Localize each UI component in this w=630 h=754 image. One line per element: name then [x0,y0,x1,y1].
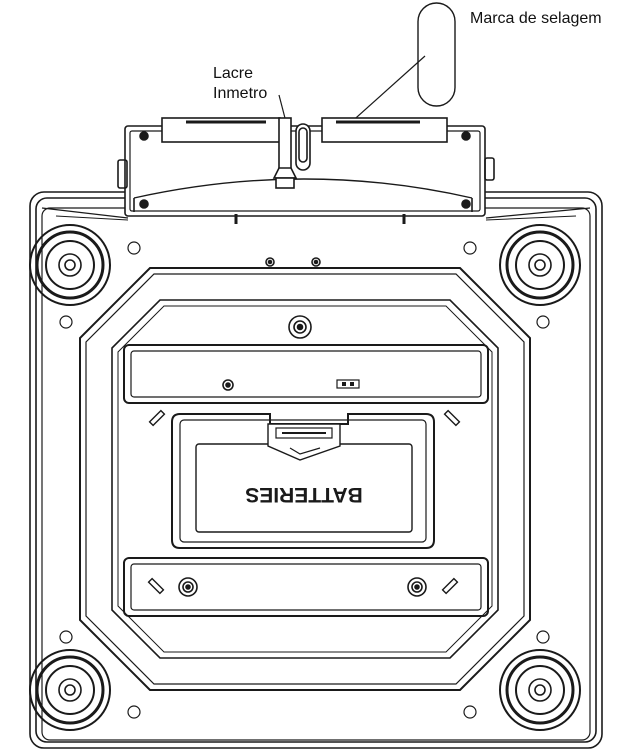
foot-top-left [29,224,111,306]
foot-top-right [499,224,581,306]
center-screw [288,315,312,339]
top-bracket [117,117,495,224]
diagonal-clips [147,409,461,595]
lacre-label-line2: Inmetro [213,85,268,102]
corner-holes [59,241,550,719]
battery-cover-label: BATTERIES [245,483,362,506]
lower-panel [123,557,489,617]
inmetro-seal [272,117,311,189]
upper-panel [123,344,489,404]
top-screws [265,257,321,267]
seal-mark-label: Marca de selagem [470,10,602,27]
battery-cover [171,413,435,549]
main-tray [79,267,531,691]
seal-mark-oval [417,2,456,107]
foot-bottom-left [29,649,111,731]
lacre-label-line1: Lacre [213,65,254,82]
base-housing [29,191,603,749]
foot-bottom-right [499,649,581,731]
